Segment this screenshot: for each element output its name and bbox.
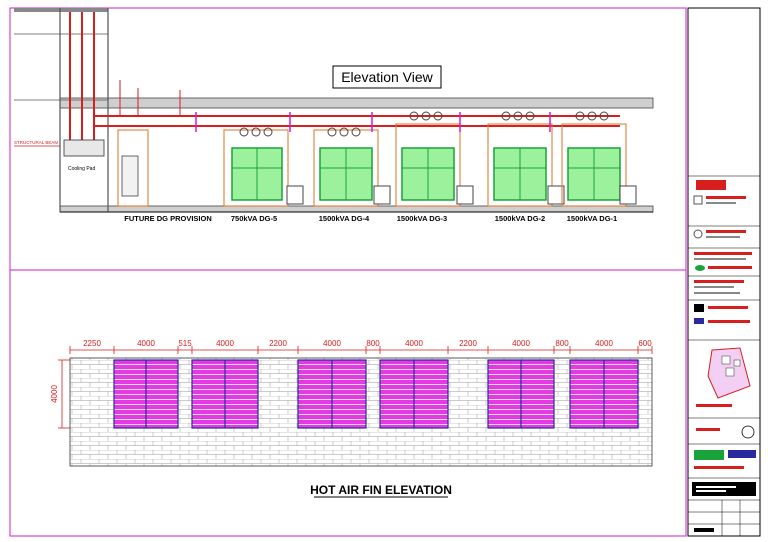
gen-label-dg2: 1500kVA DG-2 [495, 214, 545, 223]
generator-set-dg5 [223, 127, 304, 207]
cooling-pad-label: Cooling Pad [68, 166, 95, 172]
client-logo [696, 180, 726, 190]
key-plan [696, 347, 751, 407]
dim-8: 4000 [405, 339, 423, 348]
dim-11: 800 [555, 339, 569, 348]
floor-slab [59, 205, 654, 213]
consultant-logo [695, 265, 705, 271]
north-arrow-icon [741, 425, 755, 439]
structural-beam-label: STRUCTURAL BEAM [14, 140, 58, 145]
sheet-border [9, 7, 687, 537]
elevation-title: Elevation View [341, 69, 433, 85]
dim-1: 2250 [83, 339, 101, 348]
gen-label-dg4: 1500kVA DG-4 [319, 214, 370, 223]
louver-elevation: 2250 4000 515 4000 2200 4000 800 4000 22… [50, 339, 653, 498]
louver-panels [113, 359, 639, 429]
north-mark-icon [693, 195, 703, 205]
gen-label-dg3: 1500kVA DG-3 [397, 214, 447, 223]
tower-top [14, 8, 108, 12]
roof-slab [59, 97, 654, 109]
title-block [687, 7, 761, 537]
elevation-view: Elevation View Cooling Pad STRUCTURAL BE… [14, 8, 654, 223]
generator-set-dg4 [313, 127, 391, 207]
elevation-title-box [332, 65, 442, 89]
dim-10: 4000 [512, 339, 530, 348]
dim-4: 4000 [216, 339, 234, 348]
gen-label-future: FUTURE DG PROVISION [124, 214, 212, 223]
generator-set-dg1 [561, 111, 637, 207]
drawing-title-bar [692, 482, 756, 496]
future-dg-cabinet [121, 155, 139, 197]
cooling-pad [63, 139, 105, 157]
dim-6: 4000 [323, 339, 341, 348]
company-logo [694, 450, 724, 460]
louver-height-dim: 4000 [50, 385, 59, 403]
dim-13: 600 [638, 339, 652, 348]
dim-9: 2200 [459, 339, 477, 348]
generator-set-dg2 [487, 111, 565, 207]
dim-3: 515 [178, 339, 192, 348]
dim-2: 4000 [137, 339, 155, 348]
dim-5: 2200 [269, 339, 287, 348]
gen-label-dg5: 750kVA DG-5 [231, 214, 277, 223]
gen-label-dg1: 1500kVA DG-1 [567, 214, 617, 223]
future-dg-frame [117, 129, 149, 207]
dim-12: 4000 [595, 339, 613, 348]
dim-7: 800 [366, 339, 380, 348]
louver-title: HOT AIR FIN ELEVATION [310, 483, 452, 497]
generator-set-dg3 [395, 111, 474, 207]
